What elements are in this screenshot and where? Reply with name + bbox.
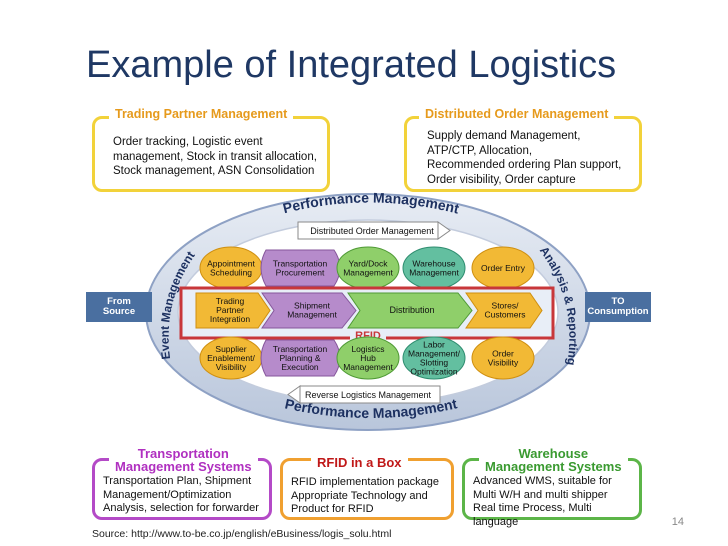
rfid-box: RFID in a Box RFID implementation packag… <box>280 455 454 520</box>
rfid-box-heading: RFID in a Box <box>311 455 408 470</box>
to-consumption-block: TO Consumption <box>585 292 651 322</box>
wms-body: Advanced WMS, suitable for Multi W/H and… <box>473 475 612 528</box>
node-stores-customers <box>465 292 543 329</box>
trading-partner-body: Order tracking, Logistic event managemen… <box>113 136 317 177</box>
trading-partner-heading: Trading Partner Management <box>109 107 294 121</box>
from-source-block: From Source <box>86 292 152 322</box>
bottom-bar-label: Reverse Logistics Management <box>305 390 432 400</box>
node-distribution <box>347 292 473 329</box>
source-citation: Source: http://www.to-be.co.jp/english/e… <box>92 528 392 540</box>
page-number: 14 <box>671 516 684 528</box>
node-order-visibility <box>471 336 535 380</box>
tms-box: Transportation Management Systems Transp… <box>92 447 272 520</box>
top-bar-arrow <box>437 221 451 240</box>
wms-box: Warehouse Management Systems Advanced WM… <box>462 447 642 528</box>
bottom-bar-arrow <box>287 385 301 404</box>
node-transportation-procurement <box>260 249 341 287</box>
node-shipment-management <box>261 292 357 329</box>
rfid-box-body: RFID implementation package Appropriate … <box>291 476 439 515</box>
node-logistics-hub <box>336 336 400 380</box>
label-stores-customers: Stores/Customers <box>484 301 525 320</box>
node-trading-partner-integration <box>195 292 271 329</box>
node-labor-management <box>402 336 466 380</box>
label-order-entry: Order Entry <box>481 263 526 273</box>
tms-body: Transportation Plan, Shipment Management… <box>103 475 259 514</box>
distributed-order-heading: Distributed Order Management <box>419 107 615 121</box>
distributed-order-body: Supply demand Management, ATP/CTP, Alloc… <box>427 130 622 186</box>
distributed-order-box: Distributed Order Management Supply dema… <box>404 107 642 192</box>
slide-title: Example of Integrated Logistics <box>86 44 617 86</box>
node-transportation-planning <box>260 339 341 377</box>
top-bar-label: Distributed Order Management <box>310 226 434 236</box>
trading-partner-box: Trading Partner Management Order trackin… <box>92 107 330 192</box>
wms-heading: Warehouse Management Systems <box>479 447 628 473</box>
tms-heading: Transportation Management Systems <box>109 447 258 473</box>
label-distribution: Distribution <box>389 305 434 315</box>
